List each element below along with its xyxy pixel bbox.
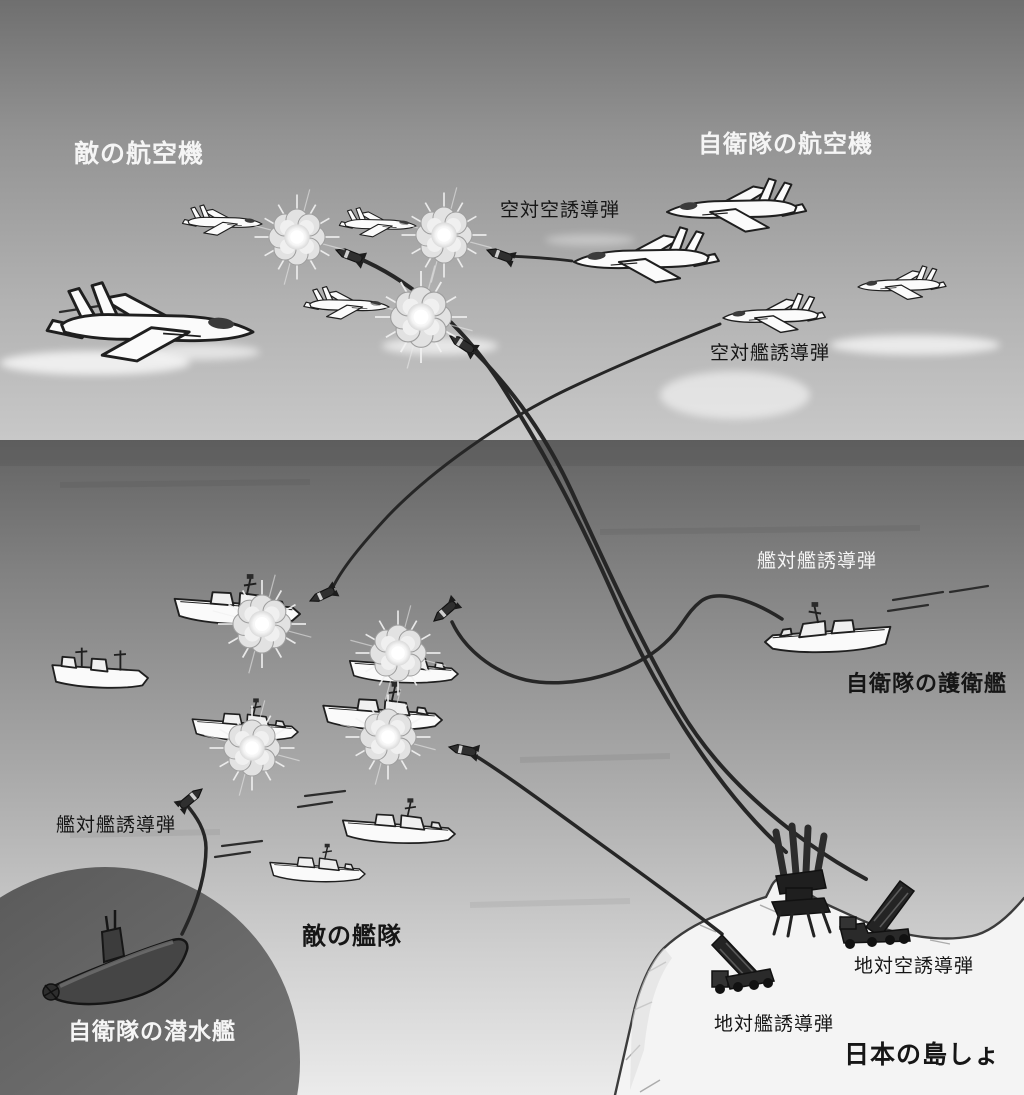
enemy-aircraft-group	[45, 204, 417, 363]
label-surface-to-ship-missile: 地対艦誘導弾	[714, 1013, 834, 1035]
label-enemy-fleet: 敵の艦隊	[302, 922, 402, 950]
labels: 敵の航空機 自衛隊の航空機 空対空誘導弾 空対艦誘導弾 艦対艦誘導弾 自衛隊の護…	[56, 130, 1007, 1069]
jsdf-destroyer	[764, 584, 990, 654]
trail-surface-to-air-2	[468, 345, 868, 881]
trail-ship-to-ship-destroyer	[450, 594, 784, 685]
destroyer-speed-lines	[886, 584, 990, 613]
trail-air-to-ship	[330, 322, 722, 591]
trail-surface-to-ship	[469, 751, 724, 936]
label-enemy-aircraft: 敵の航空機	[74, 139, 204, 168]
sea-texture	[59, 479, 921, 908]
label-ship-to-ship-missile-destroyer: 艦対艦誘導弾	[757, 550, 877, 572]
sam-launcher	[770, 822, 832, 938]
label-jsdf-destroyer: 自衛隊の護衛艦	[846, 671, 1007, 696]
fleet-speed-lines	[213, 789, 347, 859]
label-jsdf-submarine: 自衛隊の潜水艦	[68, 1018, 236, 1044]
label-japan-islands: 日本の島しょ	[844, 1040, 1000, 1069]
trail-ship-to-ship-submarine	[180, 802, 208, 936]
ssm-launcher-truck-ship	[710, 933, 775, 994]
jsdf-submarine	[42, 910, 189, 1006]
label-air-to-ship-missile: 空対艦誘導弾	[710, 342, 830, 364]
label-jsdf-aircraft: 自衛隊の航空機	[698, 130, 873, 158]
label-air-to-air-missile: 空対空誘導弾	[500, 199, 620, 221]
label-surface-to-air-missile: 地対空誘導弾	[854, 955, 974, 977]
enemy-fleet-group	[51, 573, 459, 883]
label-ship-to-ship-missile-submarine: 艦対艦誘導弾	[56, 814, 176, 836]
ssm-launcher-truck-air	[839, 879, 916, 949]
